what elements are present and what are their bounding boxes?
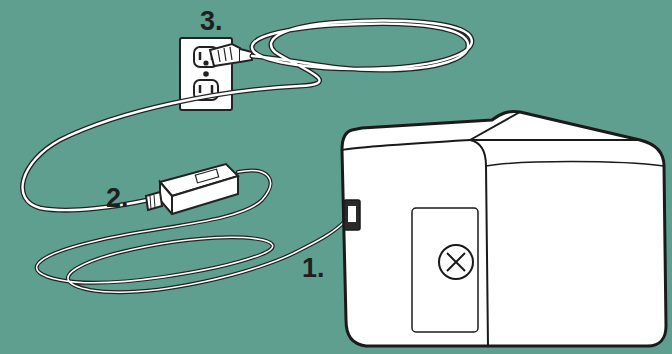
callout-number: 3. — [200, 8, 223, 35]
power-adapter — [146, 164, 238, 214]
callout-number: 2. — [106, 185, 129, 212]
dc-cord — [37, 171, 346, 292]
callout-number: 1. — [302, 255, 325, 282]
wall-plug — [210, 44, 252, 66]
printer-body — [342, 111, 666, 346]
